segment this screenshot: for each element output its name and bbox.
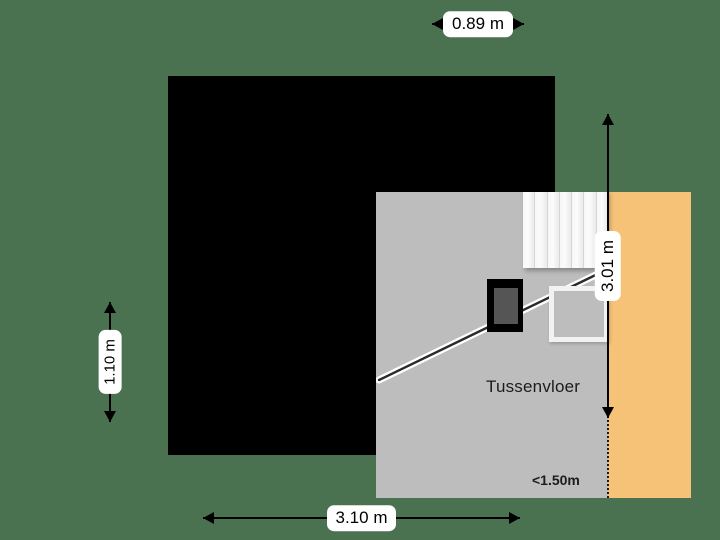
stair-tread [596, 192, 608, 268]
dimension-left: 1.10 m [98, 302, 122, 422]
dimension-right-value: 3.01 m [595, 231, 621, 301]
stair-tread [547, 192, 560, 268]
arrow-up-icon [104, 302, 116, 313]
stair-tread [572, 192, 585, 268]
staircase [523, 192, 608, 268]
window-glass [494, 288, 518, 324]
dimension-right-chip: 3.01 m [595, 231, 621, 301]
arrow-left-icon [432, 18, 443, 30]
dimension-top: 0.89 m [432, 11, 524, 37]
arrow-down-icon [602, 407, 614, 418]
arrow-left-icon [203, 512, 214, 524]
dimension-top-value: 0.89 m [443, 11, 513, 37]
dimension-right: 3.01 m [595, 114, 621, 418]
dimension-bottom-chip: 3.10 m [326, 505, 397, 531]
stair-tread [584, 192, 597, 268]
stair-tread [535, 192, 548, 268]
floor-hatch [549, 286, 609, 342]
room-name-label: Tussenvloer [486, 377, 581, 396]
dimension-left-chip: 1.10 m [98, 330, 122, 394]
exterior-walls: Tussenvloer <1.50m [168, 76, 691, 498]
arrow-up-icon [602, 114, 614, 125]
interior-floor-area: Tussenvloer <1.50m [376, 192, 691, 498]
arrow-right-icon [513, 18, 524, 30]
dimension-left-value: 1.10 m [98, 330, 122, 394]
full-headroom-zone [608, 192, 691, 498]
arrow-right-icon [509, 512, 520, 524]
stair-tread [559, 192, 573, 268]
arrow-down-icon [104, 411, 116, 422]
dimension-bottom-value: 3.10 m [326, 505, 397, 531]
headroom-note-label: <1.50m [532, 472, 580, 488]
stair-tread [523, 192, 536, 268]
dimension-top-chip: 0.89 m [443, 11, 513, 37]
dimension-bottom: 3.10 m [203, 505, 520, 531]
